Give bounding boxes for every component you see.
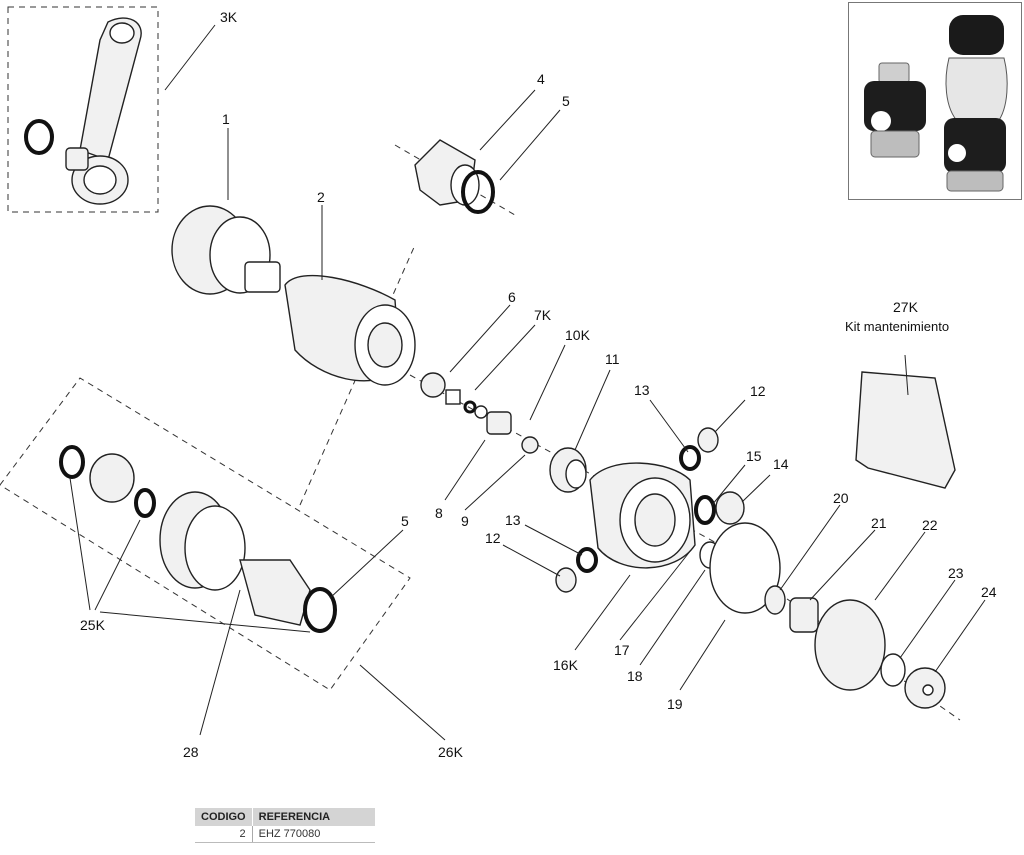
label-24: 24: [981, 584, 997, 600]
label-6: 6: [508, 289, 516, 305]
product-photo: [848, 2, 1022, 200]
second-stage-photo: [944, 15, 1008, 192]
diaphragm-19: [709, 522, 781, 614]
washer-20: [764, 585, 786, 615]
main-body-part: [589, 462, 696, 569]
label-20: 20: [833, 490, 849, 506]
din-fitting-part: [414, 139, 495, 214]
cap-22: [814, 599, 886, 691]
oring-13-lower: [576, 547, 598, 573]
label-12-lower: 12: [485, 530, 501, 546]
seat-part: [549, 447, 587, 493]
label-5-lower: 5: [401, 513, 409, 529]
label-4: 4: [537, 71, 545, 87]
header-referencia: REFERENCIA: [252, 808, 376, 826]
kit-caption: Kit mantenimiento: [845, 319, 949, 334]
plug-14: [715, 491, 745, 525]
din-conversion-parts: [59, 445, 337, 633]
label-11: 11: [605, 351, 620, 367]
table-header-row: CODIGO REFERENCIA: [195, 808, 376, 826]
cell-codigo: 2: [195, 826, 253, 843]
label-16k: 16K: [553, 657, 579, 673]
label-2: 2: [317, 189, 325, 205]
label-28: 28: [183, 744, 199, 760]
kit-26k-box: [0, 377, 411, 691]
label-5-top: 5: [562, 93, 570, 109]
label-18: 18: [627, 668, 643, 684]
reference-table: CODIGO REFERENCIA 2 EHZ 770080: [195, 808, 376, 843]
label-21: 21: [871, 515, 887, 531]
label-23: 23: [948, 565, 964, 581]
oring-15: [694, 495, 716, 525]
maintenance-kit-bag: [855, 354, 956, 489]
label-15: 15: [746, 448, 762, 464]
axis-line-lower: [299, 244, 416, 506]
label-8: 8: [435, 505, 443, 521]
first-stage-body-part: [284, 274, 416, 386]
cell-referencia: EHZ 770080: [252, 826, 376, 843]
label-1: 1: [222, 111, 230, 127]
exploded-parts-diagram: 1 2 3K 4 5 5 6 7K 8 9 10K 11 12 12 13 13…: [0, 6, 997, 760]
label-17: 17: [614, 642, 630, 658]
part-labels: 1 2 3K 4 5 5 6 7K 8 9 10K 11 12 12 13 13…: [80, 9, 997, 760]
label-9: 9: [461, 513, 469, 529]
first-stage-photo: [864, 62, 926, 158]
label-7k: 7K: [534, 307, 552, 323]
label-13-lower: 13: [505, 512, 521, 528]
valve-components: [420, 372, 539, 454]
label-10k: 10K: [565, 327, 591, 343]
plug-part-lower: [555, 567, 577, 593]
plug-part-upper: [697, 427, 719, 453]
label-22: 22: [922, 517, 938, 533]
oring-13-upper: [679, 445, 701, 471]
label-25k: 25K: [80, 617, 106, 633]
label-3k: 3K: [220, 9, 238, 25]
yoke-part: [24, 17, 142, 205]
label-19: 19: [667, 696, 683, 712]
label-14: 14: [773, 456, 789, 472]
handwheel-part: [171, 205, 281, 295]
label-12-upper: 12: [750, 383, 766, 399]
washer-23: [880, 653, 906, 687]
leader-lines: [69, 24, 986, 741]
label-26k: 26K: [438, 744, 464, 760]
table-row: 2 EHZ 770080: [195, 826, 376, 843]
label-27k: 27K: [893, 299, 919, 315]
kit-3k-box: [7, 6, 159, 213]
spring-21: [789, 597, 819, 633]
label-13-upper: 13: [634, 382, 650, 398]
header-codigo: CODIGO: [195, 808, 253, 826]
